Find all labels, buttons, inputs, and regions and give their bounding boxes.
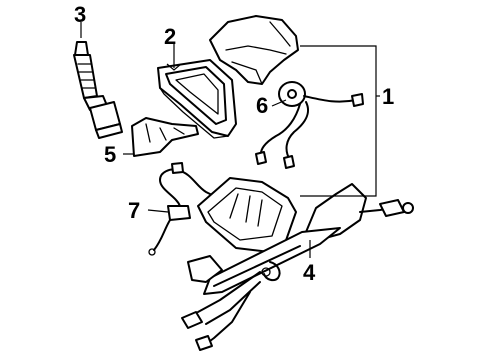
callout-7: 7 [128, 198, 140, 223]
part-1-lower-shroud [197, 177, 297, 253]
callout-2: 2 [164, 24, 176, 49]
callout-6: 6 [256, 93, 268, 118]
part-4-column-assembly [181, 183, 414, 351]
part-3-switch-lever [73, 41, 123, 139]
part-5-bracket [131, 117, 199, 157]
part-7-connector [148, 162, 215, 256]
part-2-trim-bezel [157, 59, 237, 139]
callout-5: 5 [104, 142, 116, 167]
callout-4: 4 [303, 260, 316, 285]
callout-1: 1 [382, 84, 394, 109]
part-1-upper-shroud [209, 15, 299, 85]
part-6-switch-harness [255, 81, 364, 169]
callout-leaders [80, 22, 380, 258]
callout-3: 3 [74, 2, 86, 27]
